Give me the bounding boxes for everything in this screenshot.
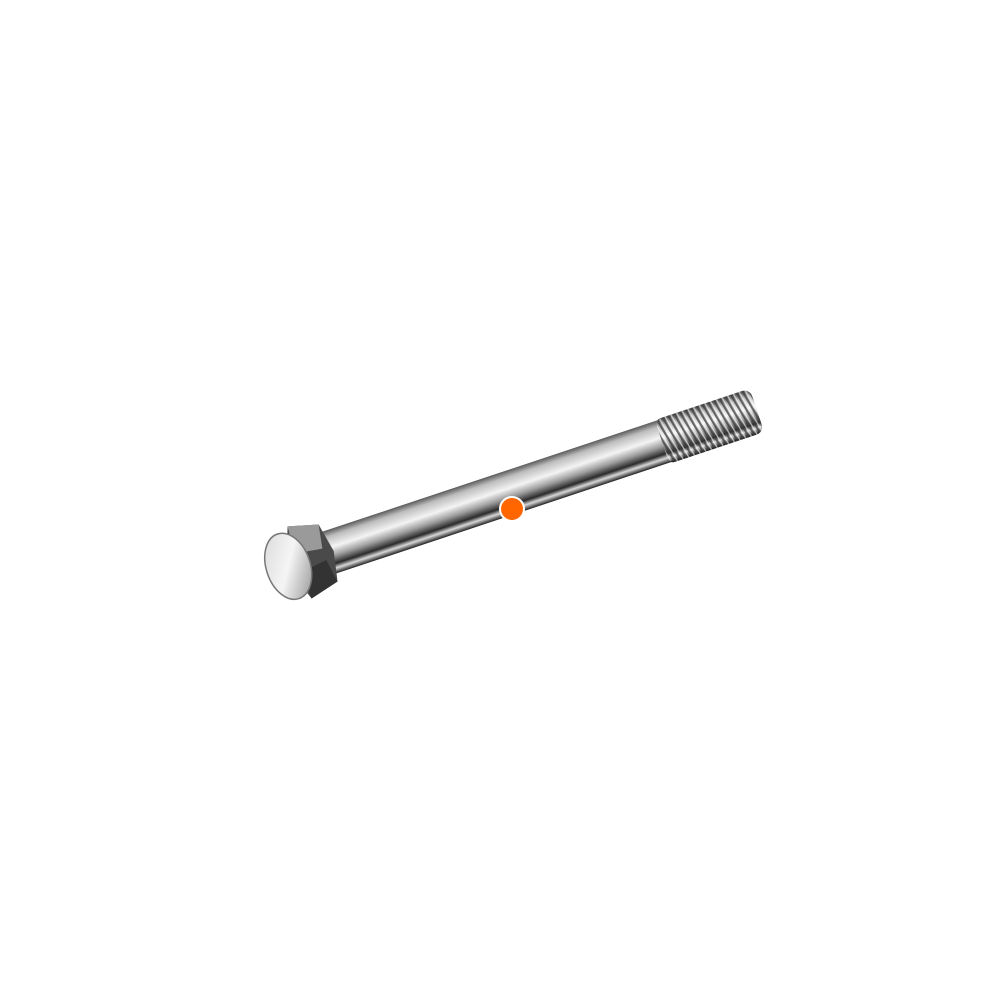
bolt-shaft	[304, 417, 679, 580]
hotspot-marker[interactable]	[499, 496, 525, 522]
bolt-head	[263, 524, 338, 601]
bolt-thread	[655, 390, 763, 463]
